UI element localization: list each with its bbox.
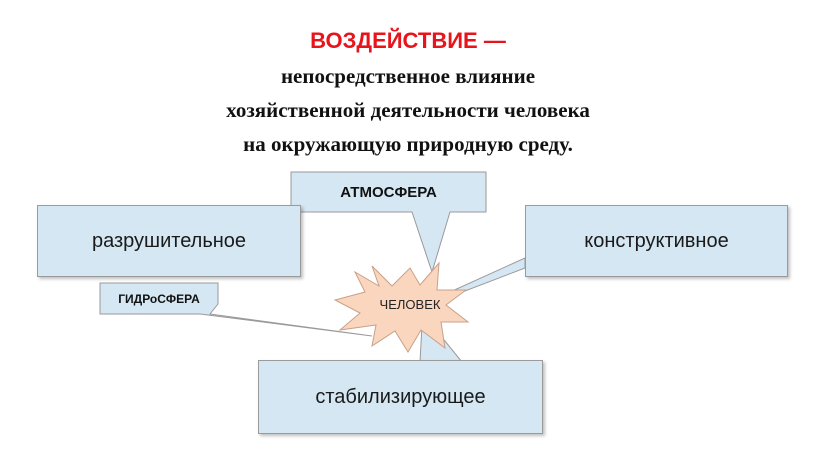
atmosphere-callout-shape bbox=[290, 171, 487, 274]
constructive-box: конструктивное bbox=[525, 205, 788, 277]
definition-line-2: хозяйственной деятельности человека bbox=[226, 98, 590, 122]
definition-line-1: непосредственное влияние bbox=[280, 64, 536, 88]
human-star-shape bbox=[333, 261, 470, 353]
stabilizing-box: стабилизирующее bbox=[258, 360, 543, 434]
destructive-label: разрушительное bbox=[91, 229, 247, 252]
term-title: ВОЗДЕЙСТВИЕ — bbox=[310, 28, 506, 53]
stabilizing-label: стабилизирующее bbox=[315, 385, 486, 408]
human-label: ЧЕЛОВЕК bbox=[379, 297, 441, 312]
hydrosphere-callout-shape bbox=[99, 282, 373, 337]
hydrosphere-label: ГИДРоСФЕРА bbox=[118, 291, 200, 306]
atmosphere-label: АТМОСФЕРА bbox=[340, 183, 437, 201]
constructive-label: конструктивное bbox=[584, 229, 729, 252]
destructive-box: разрушительное bbox=[37, 205, 301, 277]
definition-line-3: на окружающую природную среду. bbox=[243, 132, 573, 156]
